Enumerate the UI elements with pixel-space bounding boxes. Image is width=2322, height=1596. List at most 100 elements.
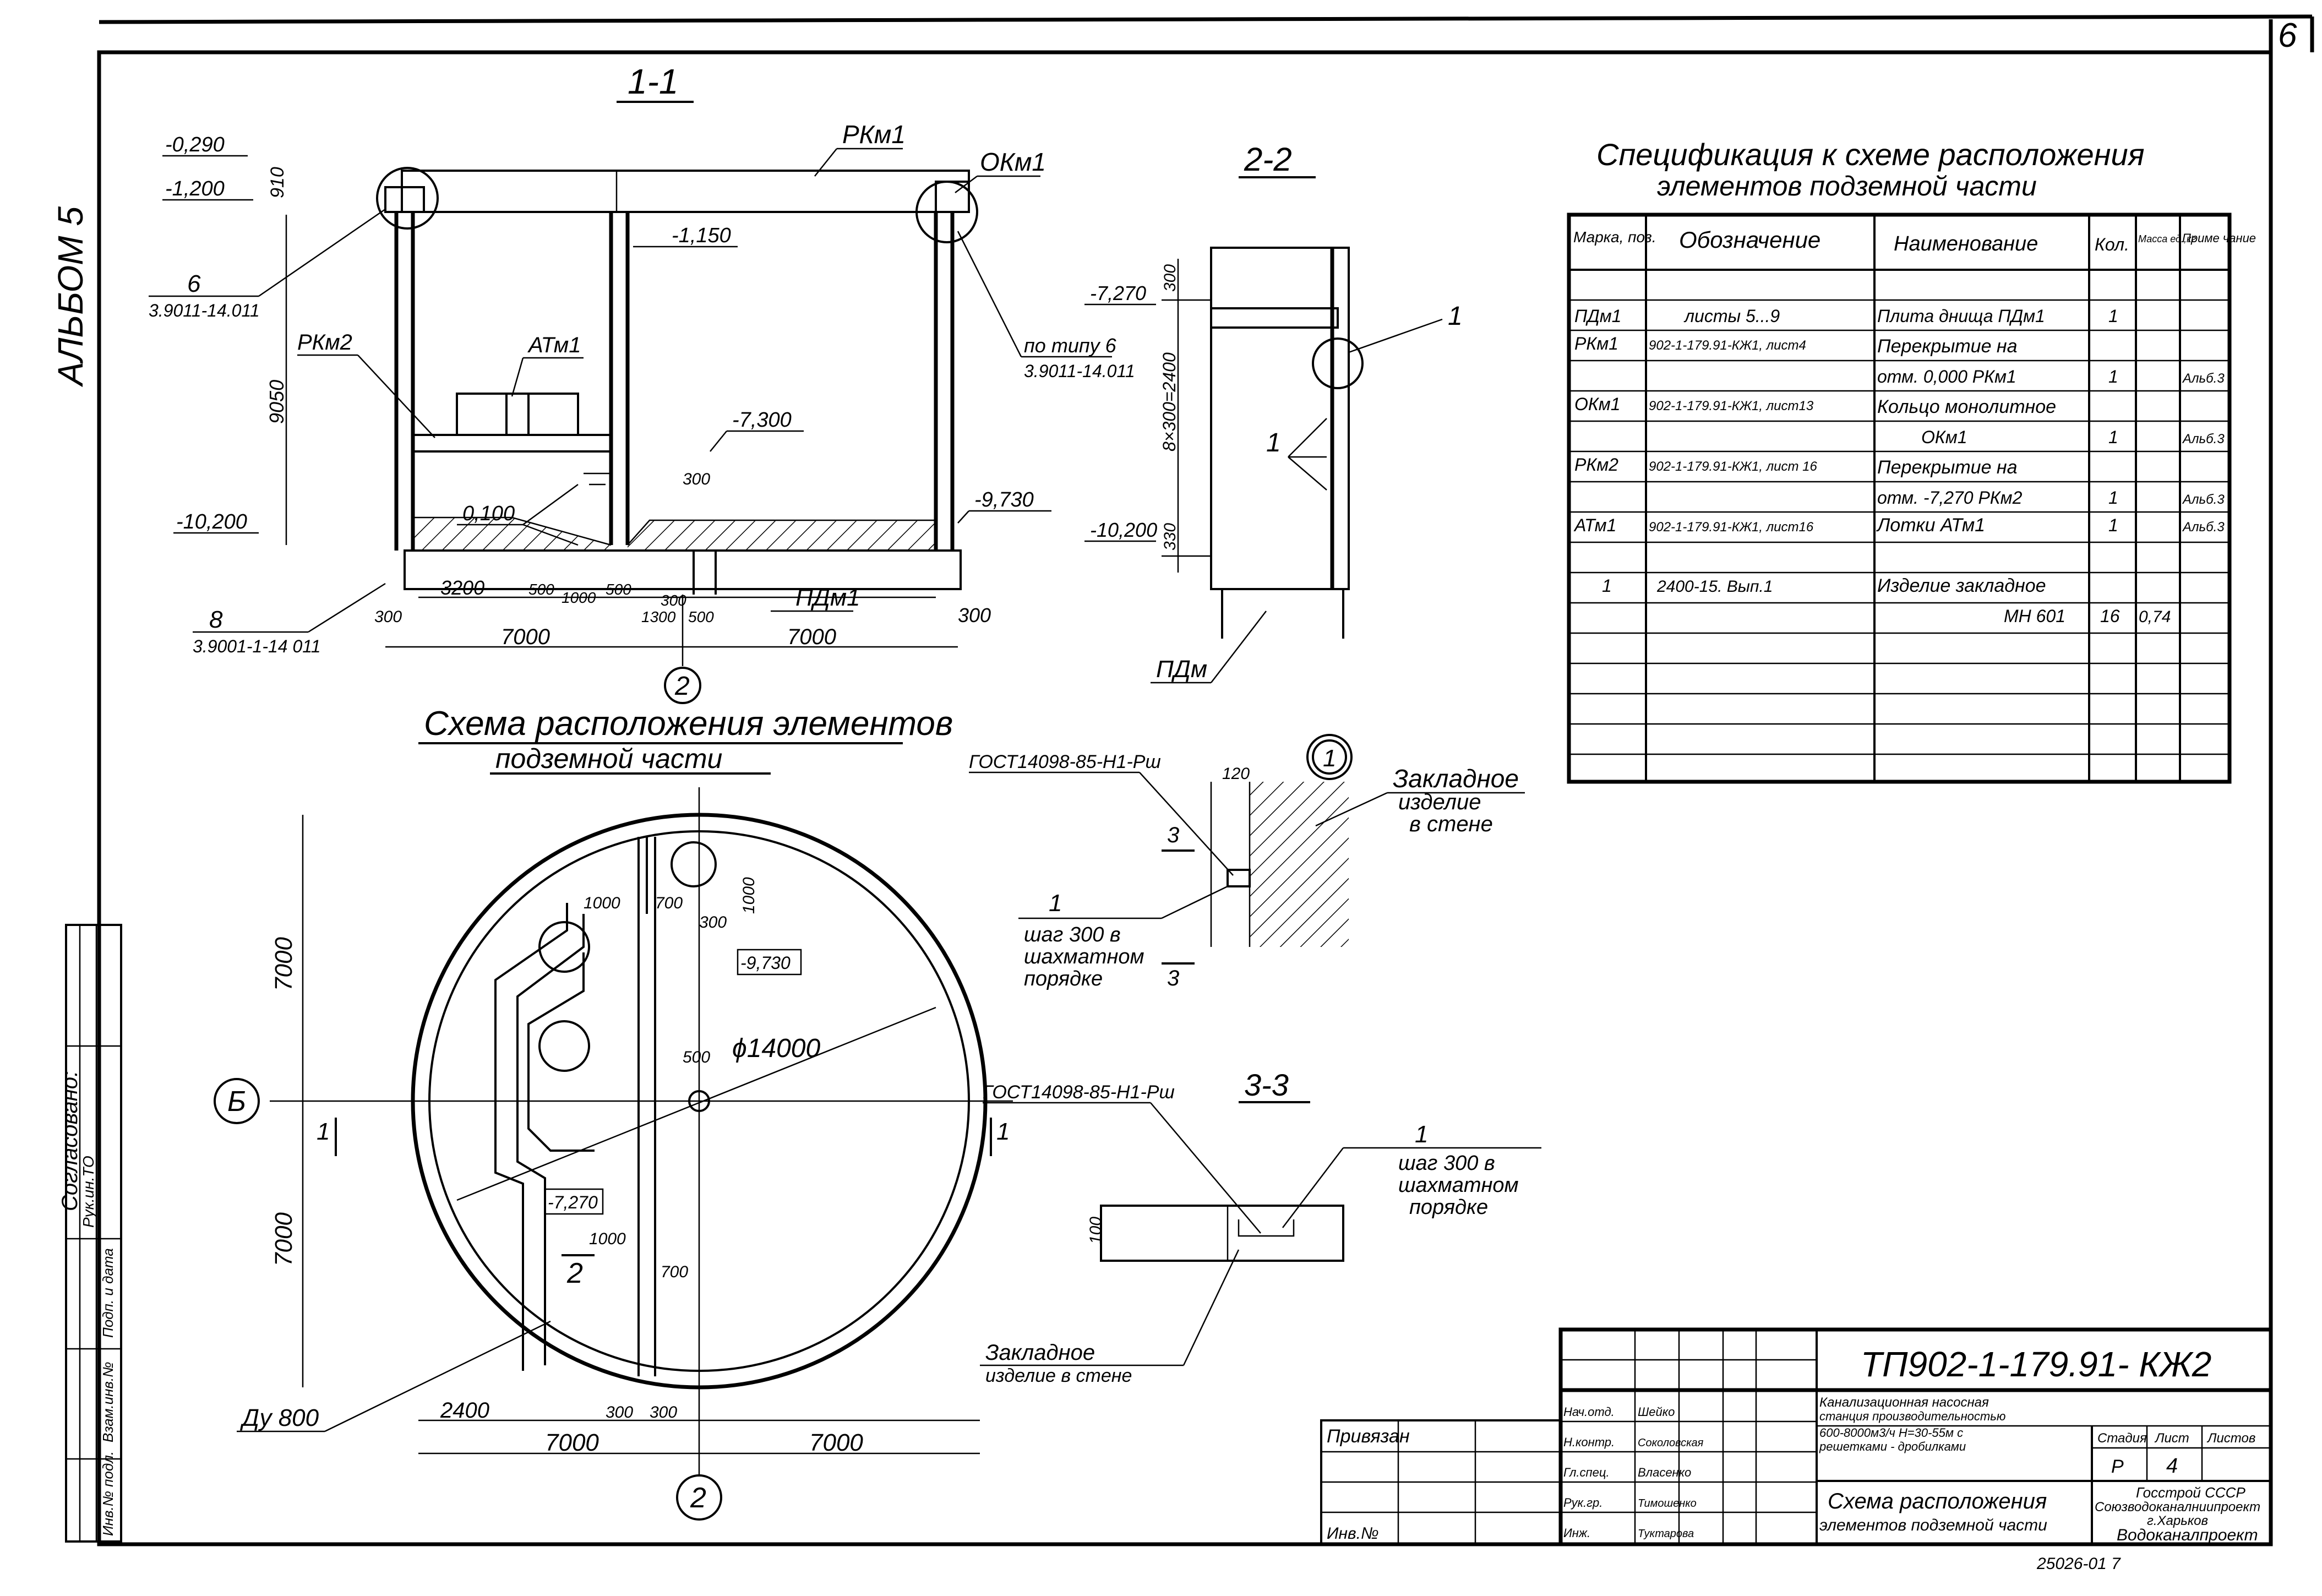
s22-elev-7-270: -7,270 [1090,282,1146,304]
axis-2-label: 2 [674,672,690,701]
dim-300-left: 300 [374,608,402,626]
label-node8-ref: 3.9001-1-14 011 [193,636,320,656]
tb-org-4: Водоканалпроект [2117,1526,2258,1544]
label-atm1: АТм1 [527,333,581,357]
detail-1-step1: шаг 300 в [1024,923,1121,946]
dim-1300: 1300 [641,608,676,625]
plan-dim-300b: 300 [650,1403,677,1421]
s22-label-pdm: ПДм [1156,656,1207,683]
spec-title-2: элементов подземной части [1657,171,2037,201]
tb-role-2: Гл.спец. [1563,1466,1610,1479]
tb-name-1: Соколовская [1638,1437,1704,1449]
elev-7-300: -7,300 [732,408,792,432]
tb-sheet-1: Схема расположения [1828,1489,2047,1513]
axis-2-plan-label: 2 [690,1482,706,1514]
plan-dim-1000b: 1000 [740,877,758,914]
spec-cell: 2400-15. Вып.1 [1656,578,1773,596]
detail-1-embed: Закладное [1393,764,1519,793]
spec-cell: ПДм1 [1574,306,1621,326]
tb-role-1: Н.контр. [1563,1435,1615,1449]
detail-1-item: 1 [1049,890,1062,917]
plan-dim-7000-top: 7000 [270,937,297,991]
spec-cell: Плита днища ПДм1 [1877,306,2045,326]
dim-300-mid: 300 [661,592,686,609]
s22-label-1: 1 [1448,302,1463,331]
approved-label: Согласовано: [58,1071,82,1211]
spec-cell: Альб.3 [2182,432,2225,446]
tb-name-0: Шейко [1638,1405,1675,1419]
spec-cell: Альб.3 [2182,520,2225,535]
plan-dim-7000-left: 7000 [545,1429,599,1456]
detail-1-node-label: 1 [1323,745,1336,772]
spec-cell: 1 [2108,427,2118,447]
spec-cell: листы 5...9 [1683,306,1780,326]
spec-cell: Альб.3 [2182,371,2225,386]
tb-inv: Инв.№ [1327,1524,1378,1543]
section-3-3-gost: ГОСТ14098-85-Н1-Рш [983,1082,1175,1103]
title-block: Привязан Инв.№ ТП902-1-179.91- КЖ2 Нач.о… [1320,1327,2273,1546]
spec-cell: Перекрытие на [1877,457,2018,478]
spec-cell: 1 [1602,576,1612,596]
label-node6-ref: 3.9011-14.011 [149,301,260,320]
section-3-3-dim: 100 [1087,1217,1105,1244]
dim-9050: 9050 [265,380,288,424]
table-row: ОКм1 902-1-179.91-КЖ1, лист13 Кольцо мон… [1574,394,2056,417]
plan-diameter: ϕ14000 [732,1034,820,1063]
dim-300-right: 300 [958,604,991,627]
elev-10-200: -10,200 [176,510,247,533]
s22-dim-330: 330 [1161,523,1179,551]
label-by-type: по типу 6 [1024,334,1117,357]
section-3-3-step1: шаг 300 в [1398,1152,1495,1175]
section-3-3-embed2: изделие в стене [985,1365,1132,1386]
outer-frame [97,50,2273,1546]
table-row: РКм2 902-1-179.91-КЖ1, лист 16 Перекрыти… [1574,455,2018,478]
label-rkm1: РКм1 [842,120,906,149]
plan-title-2: подземной части [495,743,722,774]
spec-h-name: Наименование [1894,232,2038,255]
tb-code: ТП902-1-179.91- КЖ2 [1861,1344,2211,1384]
section-1-1: 1-1 2 [149,62,1135,704]
s22-dim-2400: 8×300=2400 [1159,352,1179,451]
tb-project-3: 600-8000м3/ч Н=30-55м с [1819,1426,1963,1440]
elev-0-290: -0,290 [165,133,225,156]
table-row: ОКм1 1 Альб.3 [1921,427,2225,447]
table-row: АТм1 902-1-179.91-КЖ1, лист16 Лотки АТм1… [1573,515,2225,536]
table-row: РКм1 902-1-179.91-КЖ1, лист4 Перекрытие … [1574,334,2018,357]
section-3-3-title: 3-3 [1244,1067,1289,1102]
spec-h-mass: Масса ед.,кг [2138,233,2196,244]
spec-h-qty: Кол. [2095,235,2129,254]
plan-elev-7-270: -7,270 [548,1192,598,1212]
spec-cell: 1 [2108,367,2118,386]
dim-3200: 3200 [440,576,484,599]
section-1-1-title: 1-1 [628,62,679,101]
s22-label-1b: 1 [1266,428,1281,457]
dim-7000-left: 7000 [501,625,550,649]
label-node8: 8 [209,606,223,633]
s22-dim-300: 300 [1161,264,1179,292]
section-2-2: 2-2 1 1 ПДм -7,270 -10,200 300 8×300=240… [1084,141,1463,684]
album-label: АЛЬБОМ 5 [51,206,90,388]
dim-300-top: 300 [683,470,710,488]
spec-h-designation: Обозначение [1679,227,1820,253]
spec-header: Марка, поз. Обозначение Наименование Кол… [1573,227,2256,255]
table-row: ПДм1 листы 5...9 Плита днища ПДм1 1 [1574,306,2118,326]
tb-project-4: решетками - дробилками [1819,1440,1966,1453]
spec-h-note: Приме чание [2182,231,2256,245]
plan-dim-500: 500 [683,1048,710,1066]
spec-cell: 16 [2100,606,2120,626]
tb-role-0: Нач.отд. [1563,1405,1615,1419]
elev-1-200: -1,200 [165,177,225,200]
tb-org-3: г.Харьков [2147,1513,2208,1528]
spec-cell: Кольцо монолитное [1877,396,2056,417]
tb-stage-h: Стадия [2097,1431,2147,1446]
spec-cell: 1 [2108,488,2118,508]
plan-dim-700a: 700 [655,894,683,912]
spec-cell: 902-1-179.91-КЖ1, лист13 [1649,399,1814,413]
elev-9-730: -9,730 [974,488,1034,511]
table-row: 1 2400-15. Вып.1 Изделие закладное [1602,575,2046,596]
table-row: отм. 0,000 РКм1 1 Альб.3 [1877,367,2225,386]
tb-name-4: Туктарова [1638,1528,1694,1540]
elev-0-100: 0,100 [462,502,515,525]
section-3-3-step2: шахматном [1398,1174,1519,1197]
spec-cell: отм. -7,270 РКм2 [1877,488,2023,508]
